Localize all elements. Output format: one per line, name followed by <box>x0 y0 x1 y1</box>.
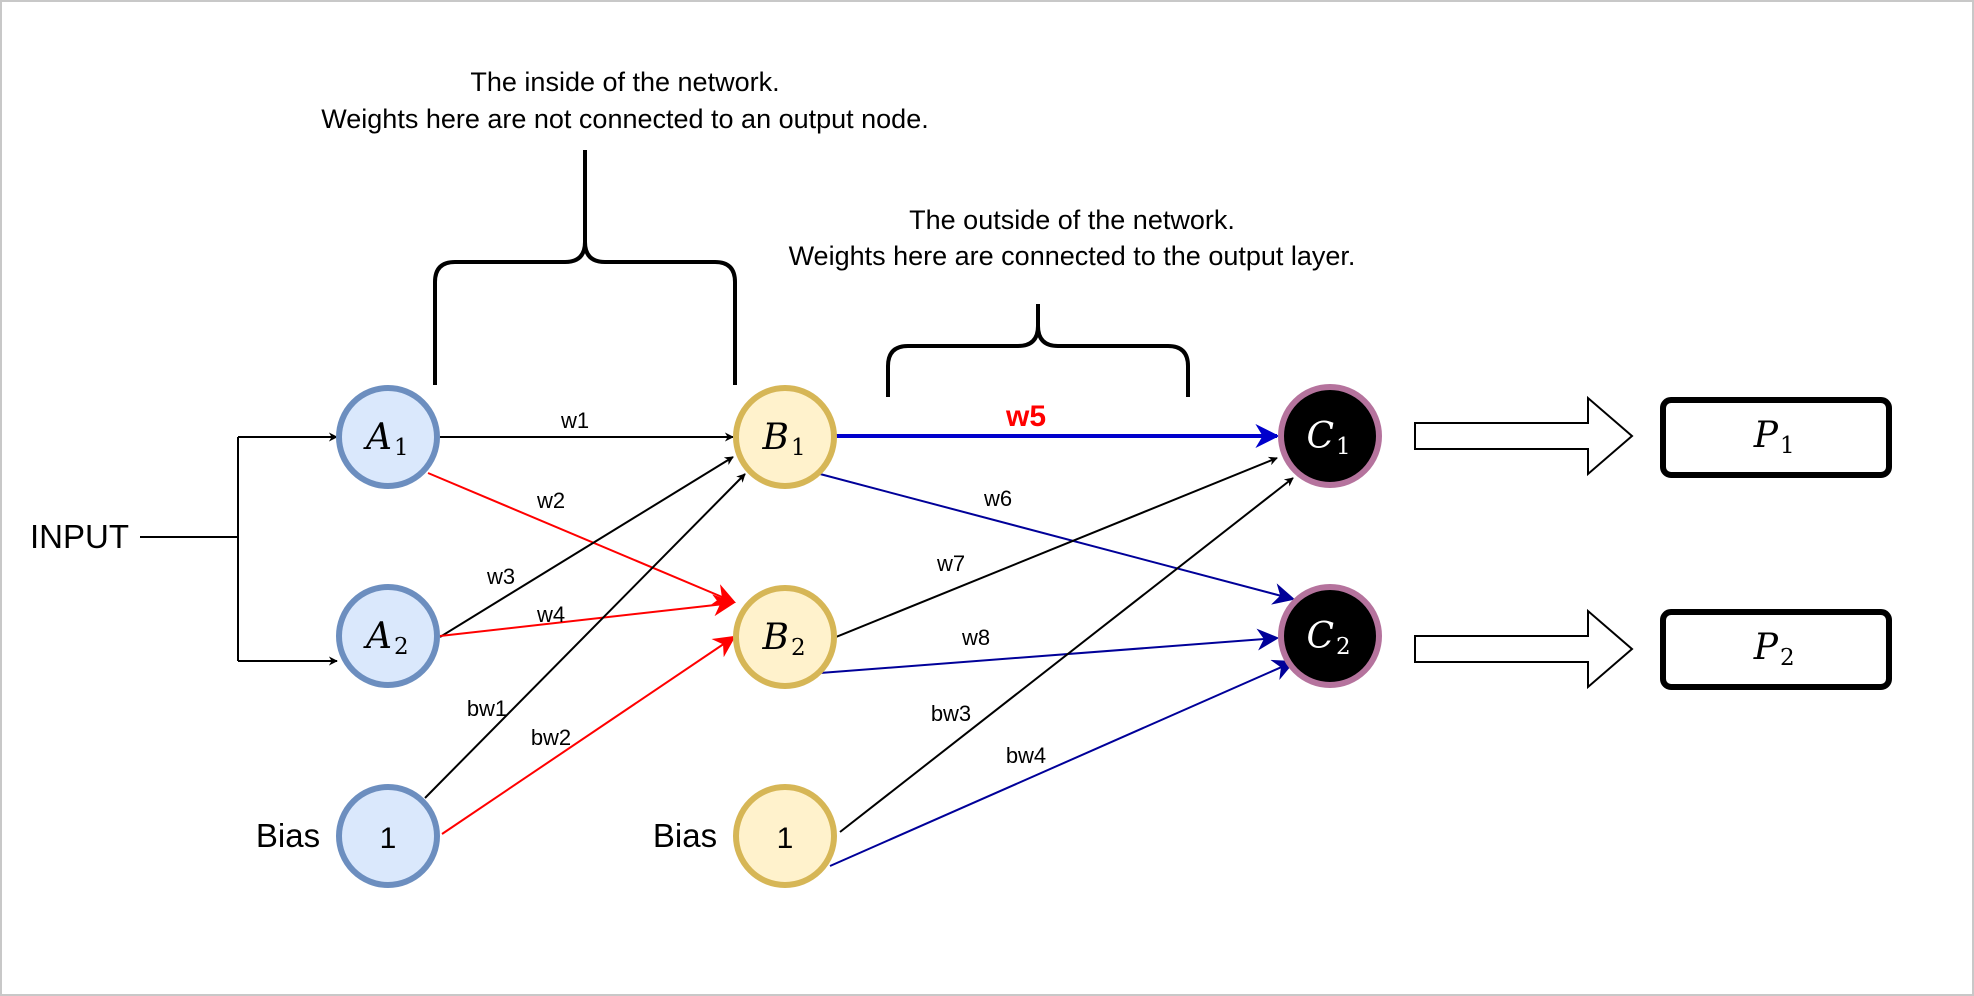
node-b2: B 2 <box>733 585 837 689</box>
label-w1: w1 <box>560 408 589 433</box>
output-p2-sub: 2 <box>1780 645 1795 671</box>
node-b2-letter: B <box>762 617 789 658</box>
node-a2: A 2 <box>336 584 440 688</box>
output-p1-letter: P <box>1753 415 1779 456</box>
output-p2-letter: P <box>1753 627 1779 668</box>
node-a2-letter: A <box>363 616 392 657</box>
label-bw3: bw3 <box>931 701 971 726</box>
label-bw1: bw1 <box>467 696 507 721</box>
outside-annotation-line1: The outside of the network. <box>909 205 1235 235</box>
node-a1-sub: 1 <box>394 435 409 461</box>
edge-bw2 <box>441 635 736 835</box>
output-arrow-1 <box>1414 395 1634 477</box>
node-a2-sub: 2 <box>394 634 409 660</box>
node-c1-sub: 1 <box>1336 434 1351 460</box>
node-bias-a-value: 1 <box>380 822 397 855</box>
inside-curly-brace <box>433 150 737 385</box>
node-c1-letter: C <box>1306 416 1334 457</box>
edge-bw3 <box>839 477 1294 833</box>
node-a1: A 1 <box>336 385 440 489</box>
output-box-p1: P 1 <box>1660 397 1892 478</box>
label-bw4: bw4 <box>1006 743 1046 768</box>
edge-w3 <box>439 456 734 638</box>
edge-w7 <box>835 456 1278 638</box>
node-bias-b-value: 1 <box>777 822 794 855</box>
edge-w6 <box>819 473 1296 605</box>
output-p1-sub: 1 <box>1780 433 1795 459</box>
node-b1: B 1 <box>733 385 837 489</box>
node-b2-sub: 2 <box>791 635 806 661</box>
edge-bw1 <box>424 473 746 799</box>
inside-annotation-line2: Weights here are not connected to an out… <box>321 104 928 134</box>
label-bw2: bw2 <box>531 725 571 750</box>
edge-bw4 <box>829 659 1296 867</box>
node-c2: C 2 <box>1278 584 1382 688</box>
label-w6: w6 <box>983 486 1012 511</box>
bias-label-b: Bias <box>653 817 717 854</box>
input-label: INPUT <box>30 518 129 555</box>
node-b1-sub: 1 <box>791 435 806 461</box>
node-bias-a: 1 <box>336 784 440 888</box>
edge-w8 <box>819 628 1280 674</box>
node-c1: C 1 <box>1278 384 1382 488</box>
output-arrow-2 <box>1414 608 1634 690</box>
node-b1-letter: B <box>762 417 789 458</box>
node-c2-sub: 2 <box>1336 634 1351 660</box>
label-w3: w3 <box>486 564 515 589</box>
label-w5: w5 <box>1005 400 1046 433</box>
node-a1-letter: A <box>363 417 392 458</box>
label-w2: w2 <box>536 488 565 513</box>
outside-annotation-line2: Weights here are connected to the output… <box>789 241 1356 271</box>
label-w8: w8 <box>961 625 990 650</box>
label-w7: w7 <box>936 551 965 576</box>
outside-curly-brace <box>886 304 1190 397</box>
output-box-p2: P 2 <box>1660 609 1892 690</box>
inside-annotation-line1: The inside of the network. <box>470 67 779 97</box>
label-w4: w4 <box>536 602 565 627</box>
edge-w2 <box>427 472 737 605</box>
edge-w4 <box>439 594 736 637</box>
node-c2-letter: C <box>1306 616 1334 657</box>
node-bias-b: 1 <box>733 784 837 888</box>
bias-label-a: Bias <box>256 817 320 854</box>
